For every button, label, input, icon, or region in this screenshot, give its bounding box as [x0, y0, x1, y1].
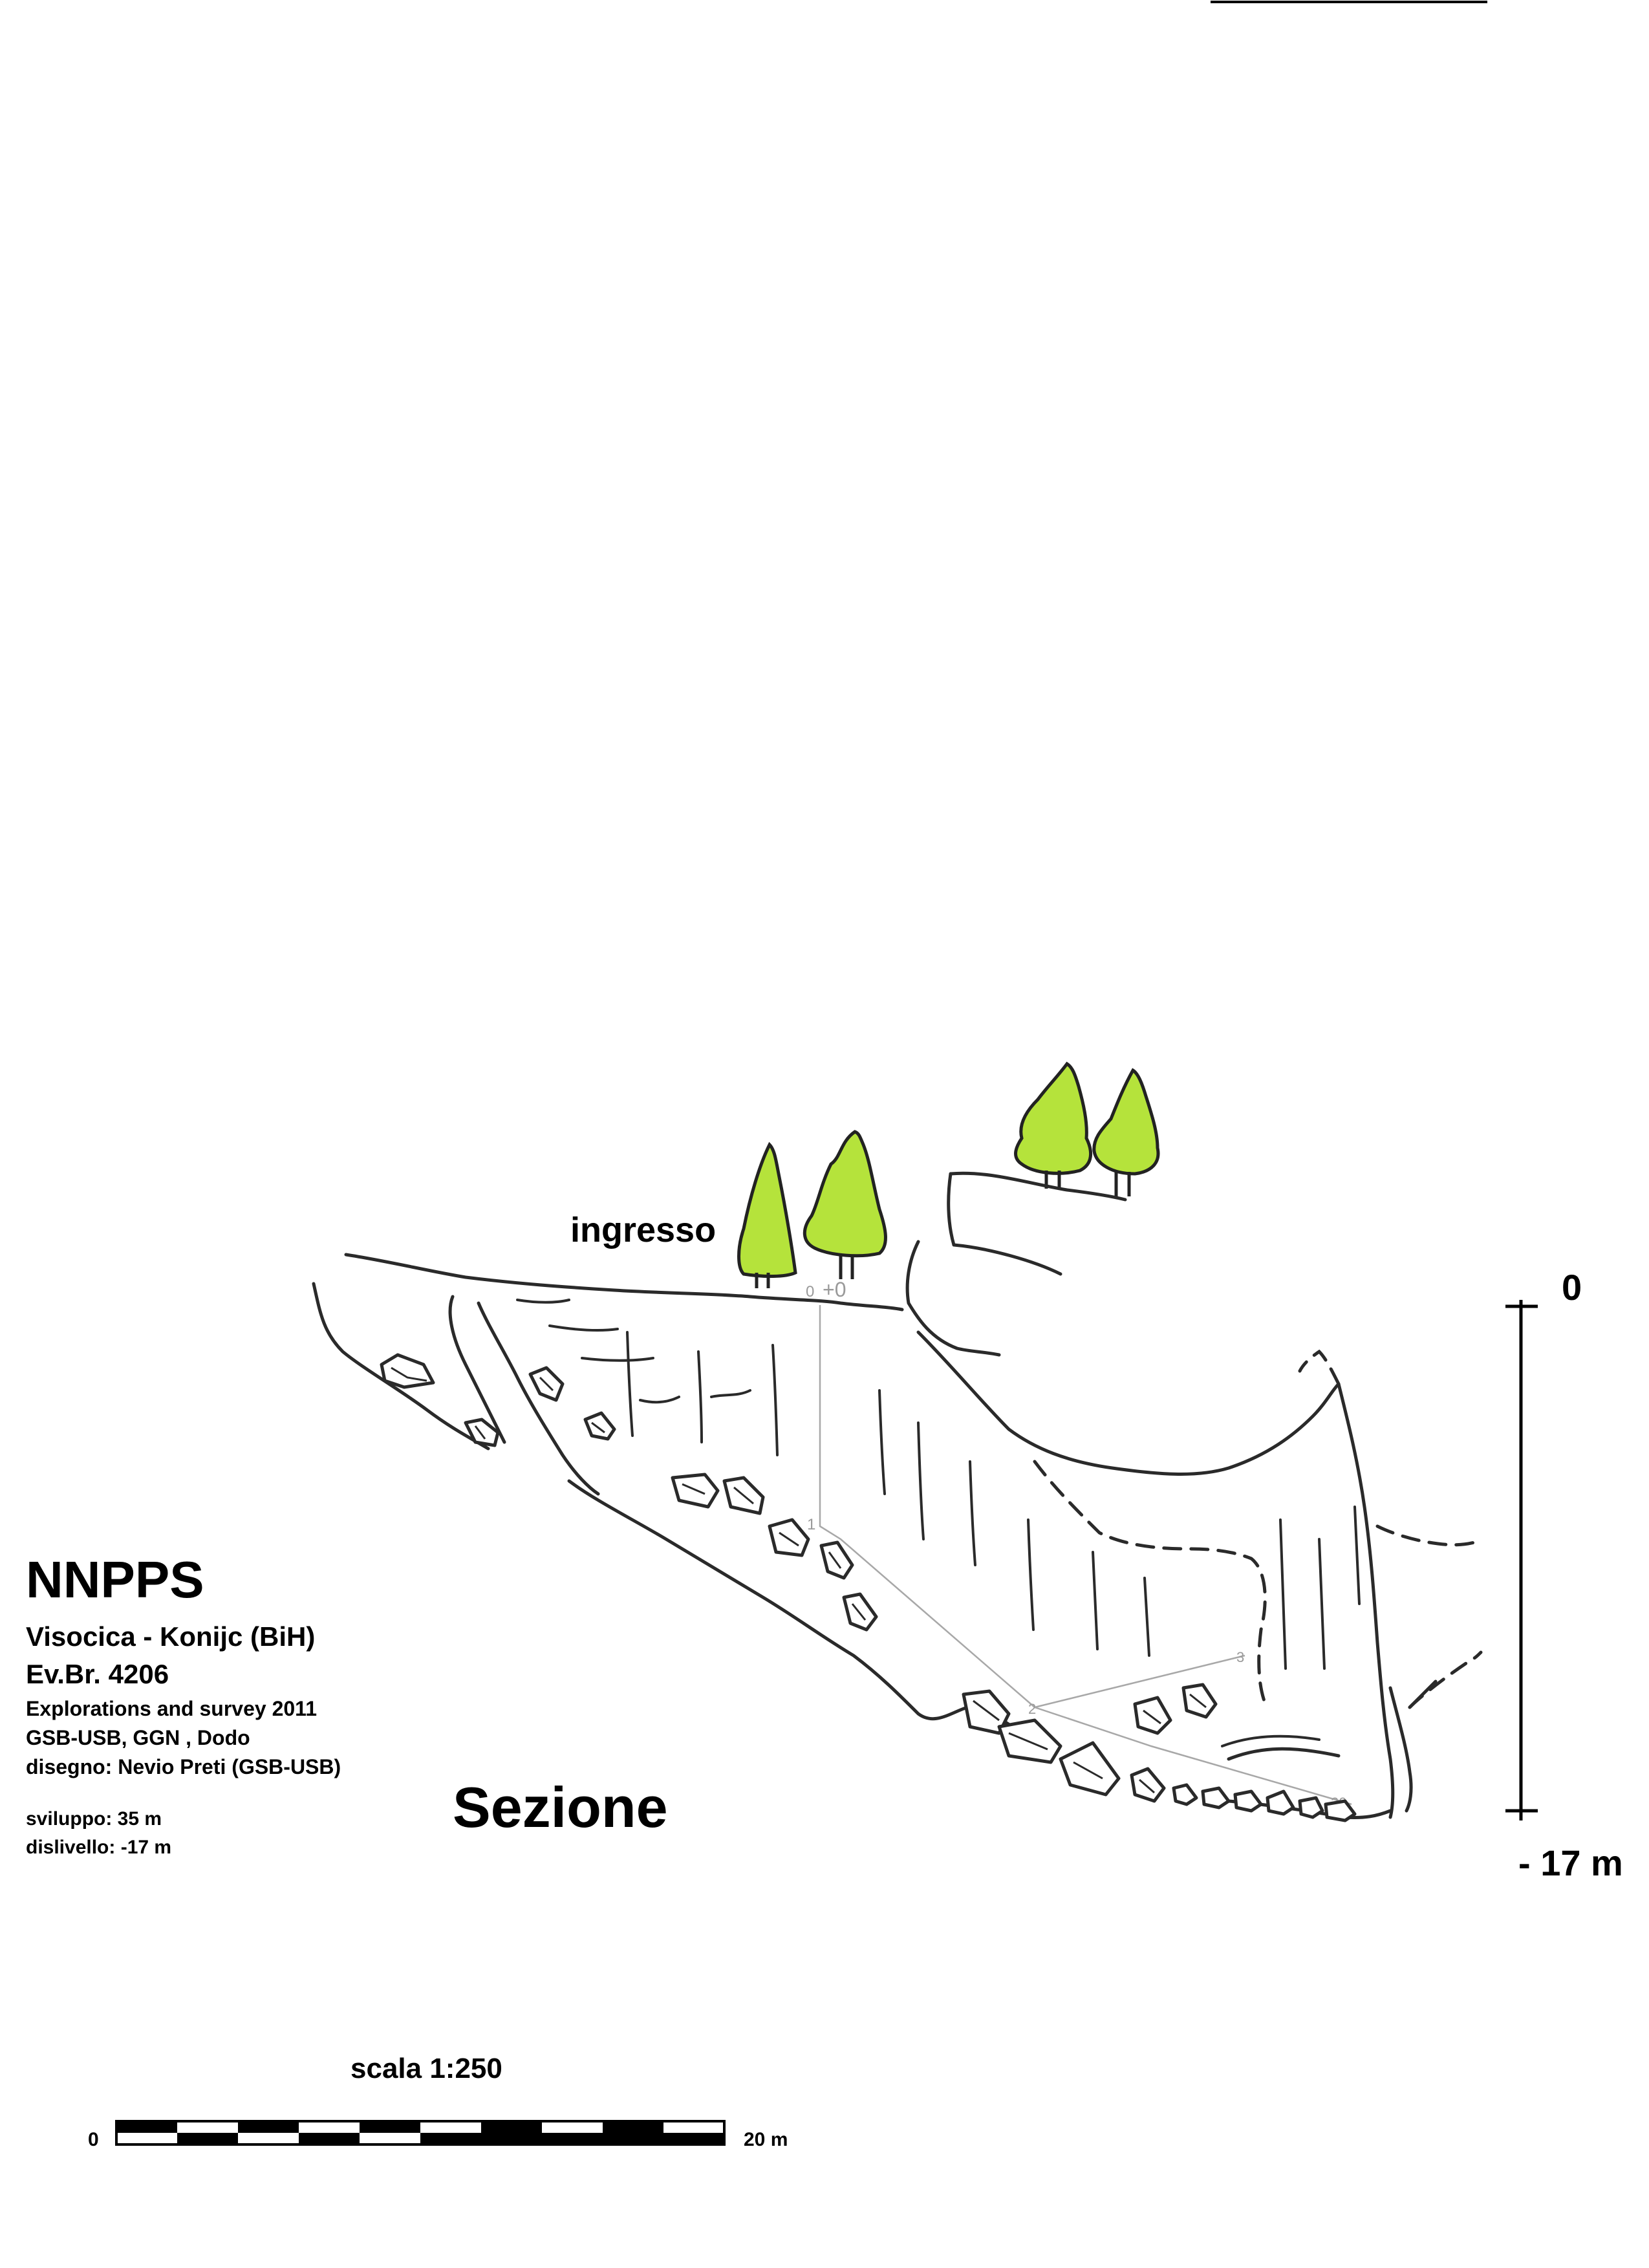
boulder-icon [528, 1366, 565, 1402]
wall-hachures [516, 1299, 1361, 1747]
boulder-icon [997, 1718, 1062, 1764]
boulder-icon [722, 1476, 765, 1515]
boulder-icon [768, 1518, 810, 1557]
tree-icon [737, 1141, 797, 1288]
boulder-icon [1181, 1683, 1218, 1719]
development-text: sviluppo: 35 m [26, 1808, 162, 1830]
scale-segment [177, 2133, 238, 2144]
author-text: disegno: Nevio Preti (GSB-USB) [26, 1755, 341, 1778]
scale-segment [420, 2133, 724, 2144]
survey-line: 0 +0 1 2 3 20 [806, 1278, 1352, 1811]
station-label: 3 [1236, 1649, 1244, 1665]
boulder-icon [583, 1411, 616, 1441]
station-label: 2 [1028, 1701, 1036, 1717]
scale-label: scala 1:250 [350, 2053, 502, 2084]
boulder-icon [819, 1540, 854, 1580]
exploration-text: Explorations and survey 2011 [26, 1697, 317, 1720]
scale-end-label: 20 m [744, 2129, 788, 2150]
cave-walls [312, 1171, 1438, 1819]
entrance-label: ingresso [570, 1211, 716, 1249]
scale-segment [299, 2133, 360, 2144]
trees [737, 1061, 1160, 1288]
boulder-icon [842, 1592, 878, 1632]
depth-scale-bottom-label: - 17 m [1518, 1842, 1623, 1883]
scale-start-label: 0 [88, 2129, 99, 2150]
tree-icon [803, 1130, 887, 1279]
scale-segment [481, 2121, 542, 2133]
depth-text: dislivello: -17 m [26, 1837, 171, 1858]
cave-title: NNPPS [26, 1551, 204, 1608]
boulder-icon [1266, 1789, 1295, 1816]
boulder-icon [962, 1689, 1011, 1735]
station-label: 1 [807, 1516, 815, 1533]
depth-scale: 0 - 17 m [1505, 1267, 1623, 1883]
station-label: 0 [806, 1283, 814, 1301]
scale-bar: scala 1:250 0 20 m [88, 2053, 788, 2150]
boulder-icon [1201, 1786, 1231, 1809]
depth-scale-top-label: 0 [1562, 1267, 1582, 1308]
boulder-icon [1133, 1696, 1172, 1735]
cadastre-text: Ev.Br. 4206 [26, 1659, 169, 1689]
dashed-outlines [1033, 1349, 1483, 1709]
boulder-icon [1172, 1783, 1198, 1806]
location-text: Visocica - Konijc (BiH) [26, 1621, 315, 1652]
section-label: Sezione [453, 1775, 668, 1839]
scale-segment [603, 2121, 663, 2133]
tree-icon [1014, 1061, 1093, 1189]
boulder-icon [1130, 1767, 1166, 1803]
boulder-icon [1298, 1796, 1324, 1819]
scale-segment [238, 2121, 299, 2133]
tree-icon [1092, 1068, 1160, 1196]
boulder-icon [671, 1473, 720, 1509]
scale-segment [116, 2121, 177, 2133]
boulder-icon [1059, 1741, 1121, 1797]
groups-text: GSB-USB, GGN , Dodo [26, 1726, 250, 1749]
scale-segment [360, 2121, 420, 2133]
boulder-icon [1233, 1789, 1263, 1813]
boulder-icon [464, 1418, 500, 1447]
boulders [380, 1353, 1357, 1822]
boulder-icon [1324, 1799, 1357, 1822]
station-label: +0 [823, 1278, 846, 1301]
boulder-icon [380, 1353, 435, 1389]
info-block: NNPPS Visocica - Konijc (BiH) Ev.Br. 420… [26, 1551, 341, 1858]
